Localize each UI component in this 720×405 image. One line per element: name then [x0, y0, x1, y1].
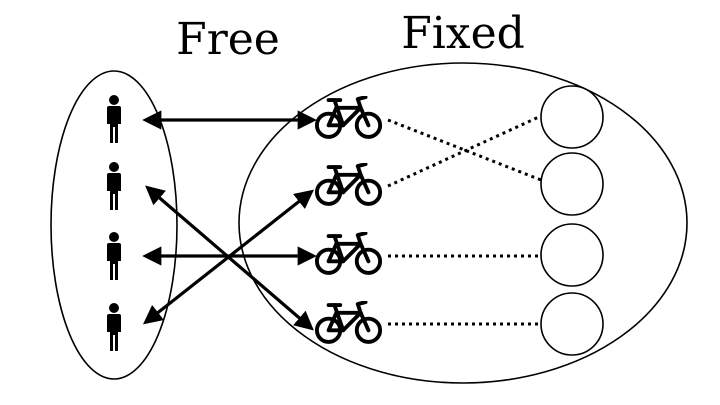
bicycle-icon [314, 232, 383, 275]
person-icon [107, 303, 121, 351]
person-icon [107, 95, 121, 143]
person-icon [107, 232, 121, 280]
bicycle-station-links [387, 114, 542, 326]
station-circle [540, 85, 604, 149]
stations [540, 85, 604, 356]
bicycle-icon [314, 96, 383, 139]
free-label: Free [176, 14, 280, 65]
station-circle [540, 223, 604, 287]
bicycle-icon [314, 163, 383, 206]
assignment-arrows [142, 110, 317, 331]
station-circle [540, 292, 604, 356]
bicycle-icon [314, 301, 383, 344]
arrow-p4-b2 [142, 189, 315, 325]
people [107, 95, 121, 351]
fixed-label: Fixed [401, 8, 525, 59]
bicycles [314, 96, 383, 344]
station-circle [540, 152, 604, 216]
fixed-group-boundary [238, 62, 688, 384]
person-icon [107, 162, 121, 210]
link-b2-s1 [387, 114, 542, 188]
